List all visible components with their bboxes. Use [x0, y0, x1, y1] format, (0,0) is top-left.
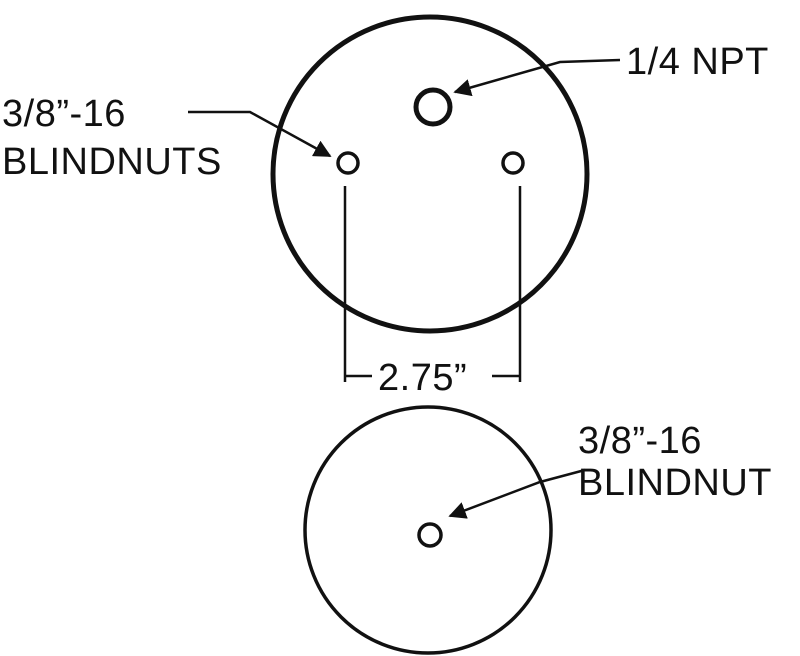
- bottom-blindnut-leader-arrow: [448, 468, 586, 519]
- npt-port-label: 1/4 NPT: [626, 41, 769, 83]
- npt-leader-arrow: [453, 58, 621, 97]
- top-plate-outline: [270, 14, 590, 334]
- bottom-blindnut-label-line2: BLINDNUT: [578, 462, 773, 504]
- bottom-plate-outline: [303, 405, 553, 655]
- blindnut-hole-left: [336, 151, 360, 175]
- spacing-dimension-label: 2.75”: [374, 357, 472, 399]
- top-plate: [188, 14, 621, 382]
- bottom-blindnut-hole: [417, 522, 443, 548]
- blindnuts-label-line1: 3/8”-16: [2, 93, 126, 135]
- bottom-blindnut-label-line1: 3/8”-16: [578, 420, 702, 462]
- bottom-plate: [303, 405, 586, 655]
- blindnut-hole-right: [501, 151, 525, 175]
- npt-port-hole: [413, 87, 453, 127]
- blindnuts-label-line2: BLINDNUTS: [2, 141, 222, 183]
- blindnuts-leader-arrow: [188, 110, 332, 158]
